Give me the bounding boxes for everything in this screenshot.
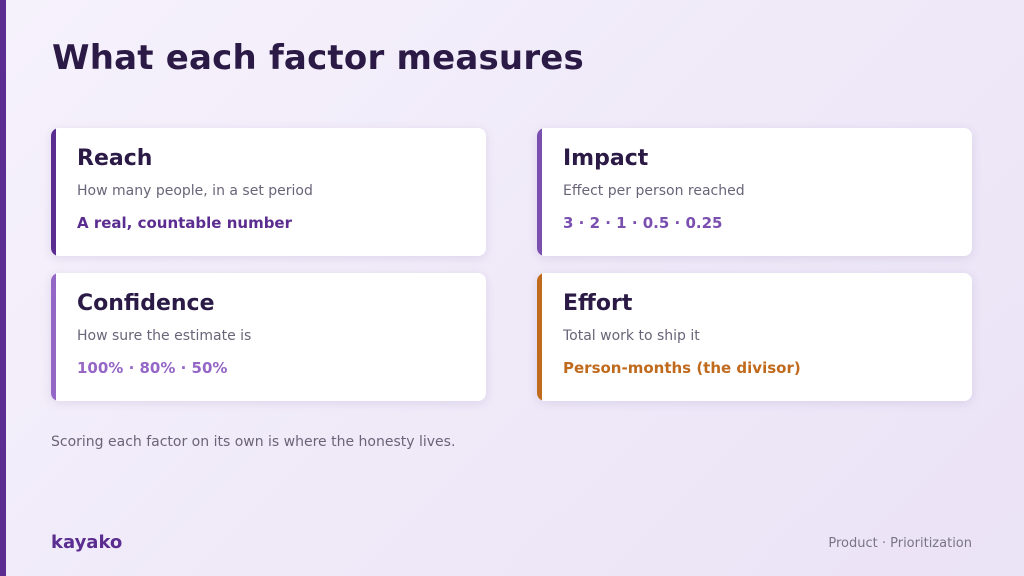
card-value: Person-months (the divisor) (563, 359, 801, 377)
card-title: Confidence (77, 291, 215, 316)
slide-footnote: Scoring each factor on its own is where … (51, 434, 456, 450)
factor-card-reach: Reach How many people, in a set period A… (51, 128, 486, 256)
card-accent-bar (51, 128, 56, 256)
card-value: 3 · 2 · 1 · 0.5 · 0.25 (563, 214, 723, 232)
card-accent-bar (537, 128, 542, 256)
card-value: A real, countable number (77, 214, 293, 232)
left-accent-bar (0, 0, 6, 576)
card-description: How many people, in a set period (77, 183, 313, 199)
card-title: Reach (77, 146, 153, 171)
slide-title: What each factor measures (52, 38, 584, 78)
factor-card-confidence: Confidence How sure the estimate is 100%… (51, 273, 486, 401)
card-value: 100% · 80% · 50% (77, 359, 228, 377)
card-title: Effort (563, 291, 633, 316)
card-accent-bar (537, 273, 542, 401)
card-description: Effect per person reached (563, 183, 745, 199)
factor-card-impact: Impact Effect per person reached 3 · 2 ·… (537, 128, 972, 256)
card-accent-bar (51, 273, 56, 401)
card-title: Impact (563, 146, 649, 171)
card-description: Total work to ship it (563, 328, 700, 344)
brand-logo: kayako (51, 532, 123, 553)
factor-card-effort: Effort Total work to ship it Person-mont… (537, 273, 972, 401)
footer-section-label: Product · Prioritization (828, 536, 972, 551)
card-description: How sure the estimate is (77, 328, 252, 344)
